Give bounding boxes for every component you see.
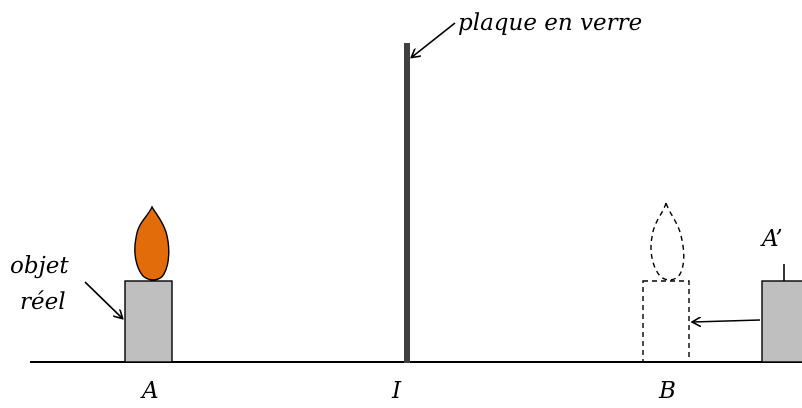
real-object-label-line1: objet (10, 253, 69, 279)
real-candle-body (124, 280, 173, 363)
virtual-image-candle-flame (650, 200, 685, 281)
glass-plate-pointer-arrow (412, 22, 456, 57)
glass-plate (404, 43, 410, 363)
real-object-label-line2: réel (20, 289, 66, 315)
glass-plate-label: plaque en verre (458, 10, 642, 36)
real-object-pointer-arrow (84, 281, 122, 318)
observer-candle-body (761, 280, 802, 363)
virtual-image-candle-body (642, 280, 690, 363)
point-a-label: A (140, 378, 159, 404)
point-b-label: B (658, 378, 676, 404)
point-i-label: I (391, 378, 402, 404)
point-a-prime-label: A’ (760, 226, 783, 252)
real-candle-flame (134, 205, 170, 281)
image-pointer-arrow (693, 320, 761, 322)
